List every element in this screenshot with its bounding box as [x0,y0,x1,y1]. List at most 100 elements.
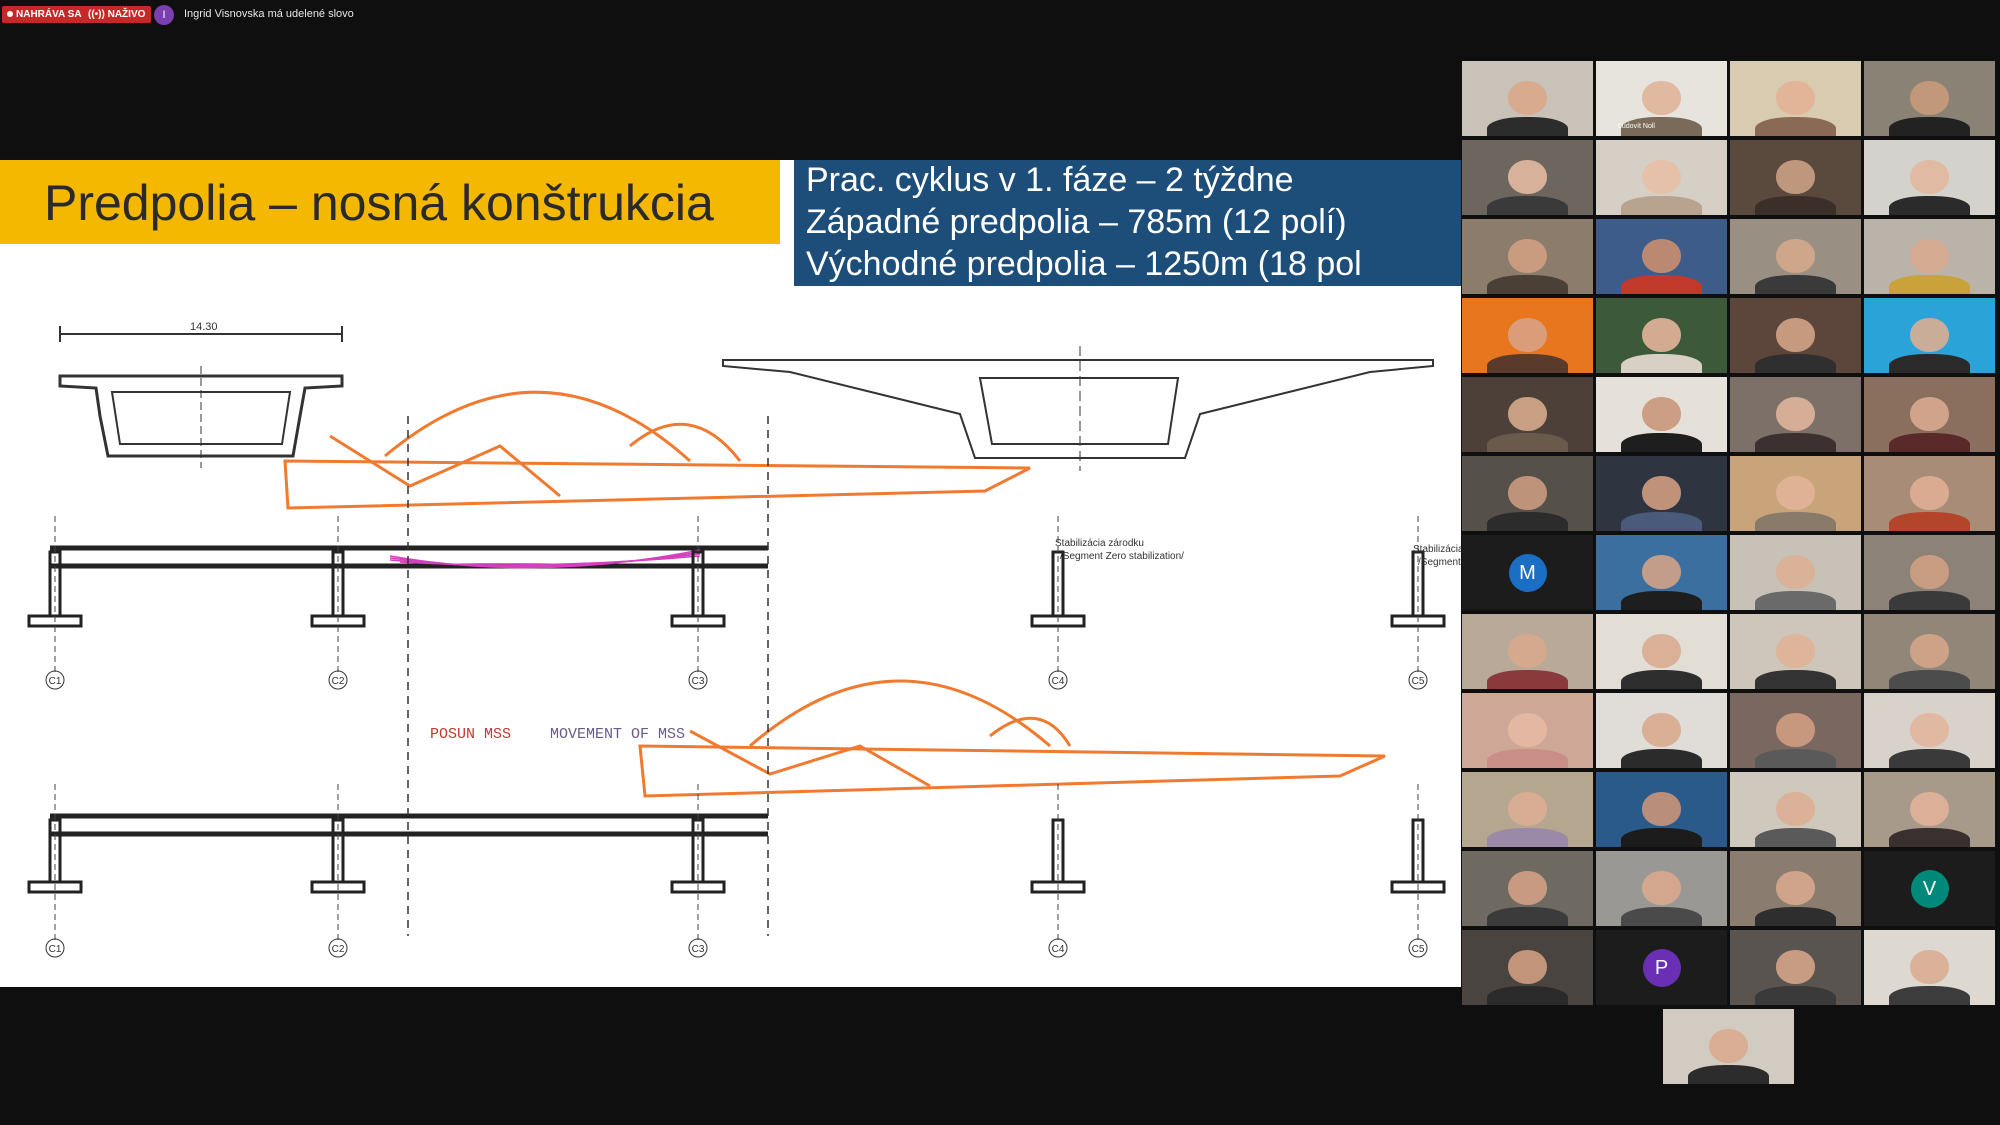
participant-video-head [1641,80,1682,115]
pier-footing [27,880,83,894]
participant-tile[interactable] [1729,613,1862,690]
participant-video-head [1775,159,1816,194]
participant-video-body [1486,116,1569,136]
participant-video-body [1754,906,1837,926]
participant-tile[interactable] [1461,850,1594,927]
participant-tile[interactable] [1729,218,1862,295]
participant-tile[interactable] [1729,60,1862,137]
participant-tile[interactable] [1461,771,1594,848]
participant-tile[interactable] [1461,297,1594,374]
participant-video-head [1507,475,1548,510]
participant-tile[interactable] [1461,218,1594,295]
recording-badge: NAHRÁVA SA [2,6,88,23]
participant-tile[interactable] [1863,376,1996,453]
participant-tile[interactable] [1461,929,1594,1006]
participant-video-body [1486,195,1569,215]
participant-tile[interactable] [1595,613,1728,690]
participant-tile[interactable]: M [1461,534,1594,611]
participant-tile[interactable]: Ľudovít Noll [1595,60,1728,137]
participant-tile[interactable] [1863,929,1996,1006]
participant-tile[interactable] [1729,771,1862,848]
participant-video-head [1909,396,1950,431]
participant-video-body [1486,669,1569,689]
participant-tile[interactable]: V [1863,850,1996,927]
live-badge: ((•)) NAŽIVO [83,6,152,23]
participant-tile[interactable] [1595,376,1728,453]
participant-tile[interactable] [1729,455,1862,532]
participant-video-body [1888,274,1971,294]
participant-tile[interactable] [1595,534,1728,611]
participant-tile[interactable] [1863,455,1996,532]
participant-tile[interactable] [1595,218,1728,295]
participant-tile[interactable] [1461,60,1594,137]
participant-tile[interactable] [1863,534,1996,611]
participant-video-body [1754,985,1837,1005]
info-line: Východné predpolia – 1250m (18 pol [806,245,1362,283]
participant-video-head [1507,317,1548,352]
participant-video-body [1888,195,1971,215]
participant-tile[interactable] [1662,1008,1795,1085]
participant-video-head [1909,238,1950,273]
info-line: Západné predpolia – 785m (12 polí) [806,203,1347,241]
pier-label-circle [1408,938,1428,958]
participant-video-body [1754,748,1837,768]
participant-tile[interactable] [1729,376,1862,453]
participant-tile[interactable] [1729,534,1862,611]
participant-tile[interactable] [1595,850,1728,927]
pier-label-circle [45,670,65,690]
participant-video-body [1620,116,1703,136]
annotation-en: /Segment Zero stabilization/ [1060,551,1184,562]
participant-tile[interactable] [1863,218,1996,295]
participant-tile[interactable] [1461,376,1594,453]
participant-video-head [1775,633,1816,668]
shared-slide: Predpolia – nosná konštrukcia Prac. cykl… [0,160,1461,987]
participant-video-body [1888,353,1971,373]
participant-video-body [1754,274,1837,294]
participant-video-body [1888,432,1971,452]
participant-tile[interactable] [1595,771,1728,848]
participant-video-body [1754,116,1837,136]
participant-tile[interactable] [1729,139,1862,216]
participant-video-body [1888,669,1971,689]
participant-tile[interactable] [1729,692,1862,769]
participant-video-head [1775,712,1816,747]
pier-label: C1 [49,944,62,955]
participant-tile[interactable] [1461,455,1594,532]
participant-video-body [1620,906,1703,926]
truss-upper [283,390,1031,510]
info-line: Prac. cyklus v 1. fáze – 2 týždne [806,161,1294,199]
participant-tile[interactable] [1729,850,1862,927]
participant-avatar: V [1910,869,1949,908]
participant-video-body [1486,511,1569,531]
participant-tile[interactable] [1863,692,1996,769]
participant-video-head [1507,396,1548,431]
participant-tile[interactable] [1595,455,1728,532]
pier-label: C2 [332,944,345,955]
participant-video-body [1754,432,1837,452]
participant-tile[interactable] [1863,139,1996,216]
participant-video-body [1754,669,1837,689]
participant-tile[interactable] [1729,929,1862,1006]
participant-tile[interactable] [1863,60,1996,137]
participant-tile[interactable] [1863,297,1996,374]
participant-video-head [1775,80,1816,115]
participant-tile[interactable] [1461,139,1594,216]
participant-tile[interactable]: P [1595,929,1728,1006]
participant-tile[interactable] [1595,692,1728,769]
participant-tile[interactable] [1595,297,1728,374]
participant-tile[interactable] [1461,692,1594,769]
speaker-avatar: I [154,5,174,25]
pink-cables [389,549,701,569]
participant-video-body [1620,827,1703,847]
participant-video-head [1909,791,1950,826]
participant-video-body [1754,590,1837,610]
participant-video-head [1507,712,1548,747]
participant-tile[interactable] [1863,771,1996,848]
recording-label: NAHRÁVA SA [16,9,82,20]
slide-title: Predpolia – nosná konštrukcia [44,175,714,231]
participant-tile[interactable] [1863,613,1996,690]
participant-tile[interactable] [1729,297,1862,374]
participant-tile[interactable] [1595,139,1728,216]
participant-video-body [1754,511,1837,531]
participant-tile[interactable] [1461,613,1594,690]
